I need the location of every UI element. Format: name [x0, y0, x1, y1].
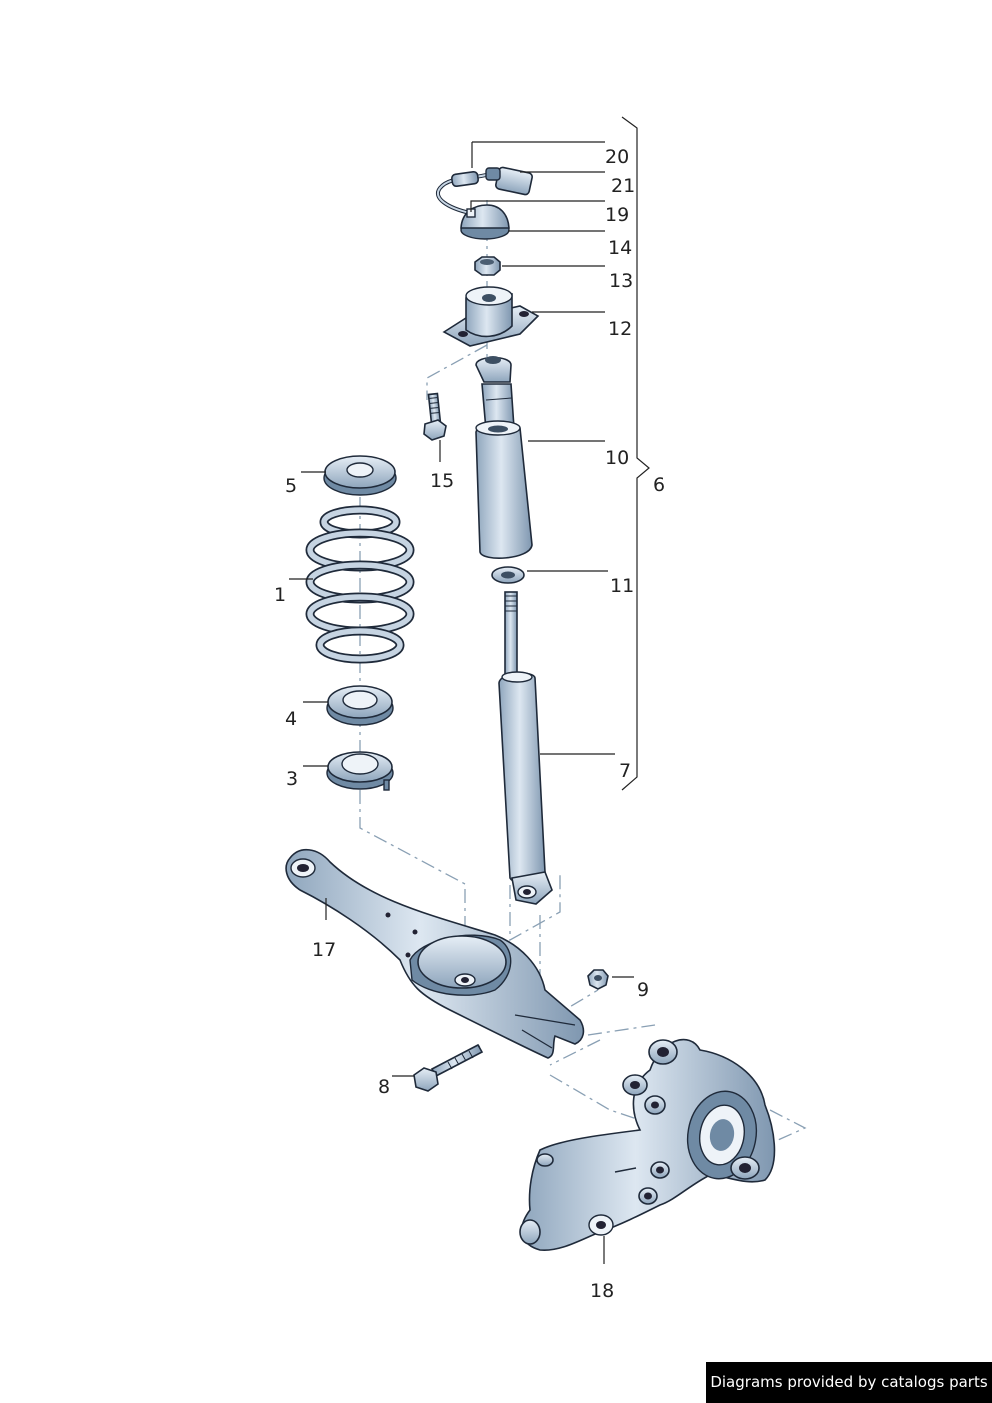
nut-13 — [474, 256, 501, 276]
level-sensor-assembly — [436, 166, 533, 240]
label-7: 7 — [619, 760, 631, 782]
label-20: 20 — [605, 146, 629, 168]
label-6: 6 — [653, 474, 665, 496]
label-15: 15 — [430, 470, 454, 492]
leader-lines — [289, 116, 650, 1264]
bolt-15 — [423, 392, 447, 441]
assembly-lines — [359, 200, 807, 1149]
label-19: 19 — [605, 204, 629, 226]
label-8: 8 — [378, 1076, 390, 1098]
label-12: 12 — [608, 318, 632, 340]
wheel-carrier-18 — [519, 1038, 776, 1251]
label-17: 17 — [312, 939, 336, 961]
top-mount-12 — [442, 286, 540, 347]
sensor-cap-14 — [460, 204, 510, 240]
shock-absorber-7 — [498, 591, 553, 905]
spring-seat-5 — [323, 455, 397, 496]
protective-tube-10 — [475, 420, 533, 559]
label-1: 1 — [274, 584, 286, 606]
credit-banner: Diagrams provided by catalogs parts — [706, 1362, 992, 1403]
label-14: 14 — [608, 237, 632, 259]
label-5: 5 — [285, 475, 297, 497]
label-4: 4 — [285, 708, 297, 730]
label-9: 9 — [637, 979, 649, 1001]
label-3: 3 — [286, 768, 298, 790]
label-21: 21 — [611, 175, 635, 197]
bump-stop — [475, 356, 515, 431]
washer-11 — [491, 566, 525, 584]
lower-control-arm-17 — [285, 849, 585, 1059]
spring-pad-3 — [326, 751, 394, 791]
coil-spring-1 — [305, 505, 415, 664]
label-13: 13 — [609, 270, 633, 292]
spring-pad-4 — [326, 685, 394, 726]
bolt-8 — [413, 1043, 484, 1092]
label-11: 11 — [610, 575, 634, 597]
connector-21 — [485, 166, 533, 196]
label-10: 10 — [605, 447, 629, 469]
callout-labels: 20 21 19 14 13 12 10 6 11 7 15 5 1 4 3 1… — [274, 146, 665, 1302]
nut-9 — [587, 969, 609, 990]
label-18: 18 — [590, 1280, 614, 1302]
